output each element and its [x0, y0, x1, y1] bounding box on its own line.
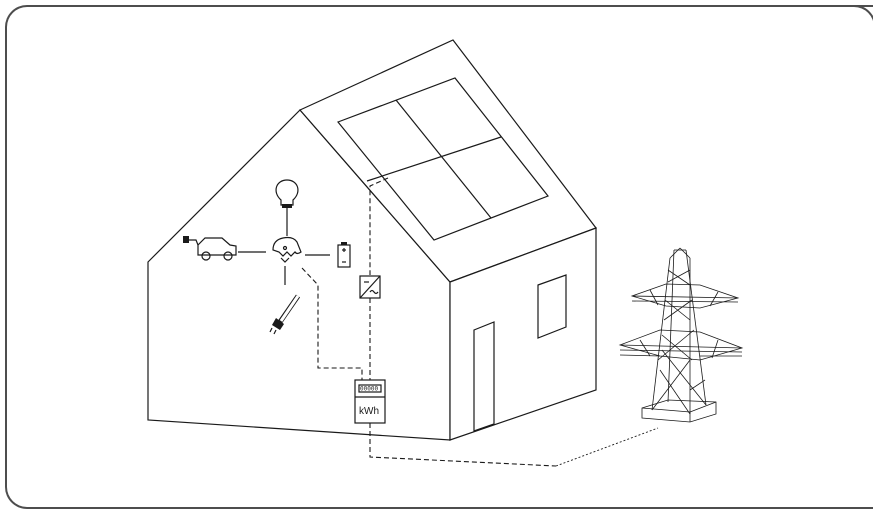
meter-digits: 00000: [360, 386, 378, 393]
meter-unit-label: kWh: [359, 406, 379, 417]
grid-cable: [369, 423, 557, 467]
battery-icon: [337, 242, 351, 268]
solar-panel-icon: [337, 77, 549, 241]
house-circuit-cable: [301, 267, 363, 380]
dc-cable: [369, 177, 389, 275]
side-door: [473, 321, 495, 432]
side-window: [537, 274, 567, 339]
immersion-heater-icon: [269, 294, 301, 335]
grid-cable-dotted: [555, 427, 659, 467]
electric-car-icon: [183, 236, 237, 261]
diagram-frame-corner: [830, 5, 873, 37]
light-bulb-icon: [275, 179, 299, 208]
house-side-wall: [449, 227, 597, 441]
energy-manager-icon: [272, 236, 302, 263]
power-pylon-icon: [618, 247, 744, 423]
